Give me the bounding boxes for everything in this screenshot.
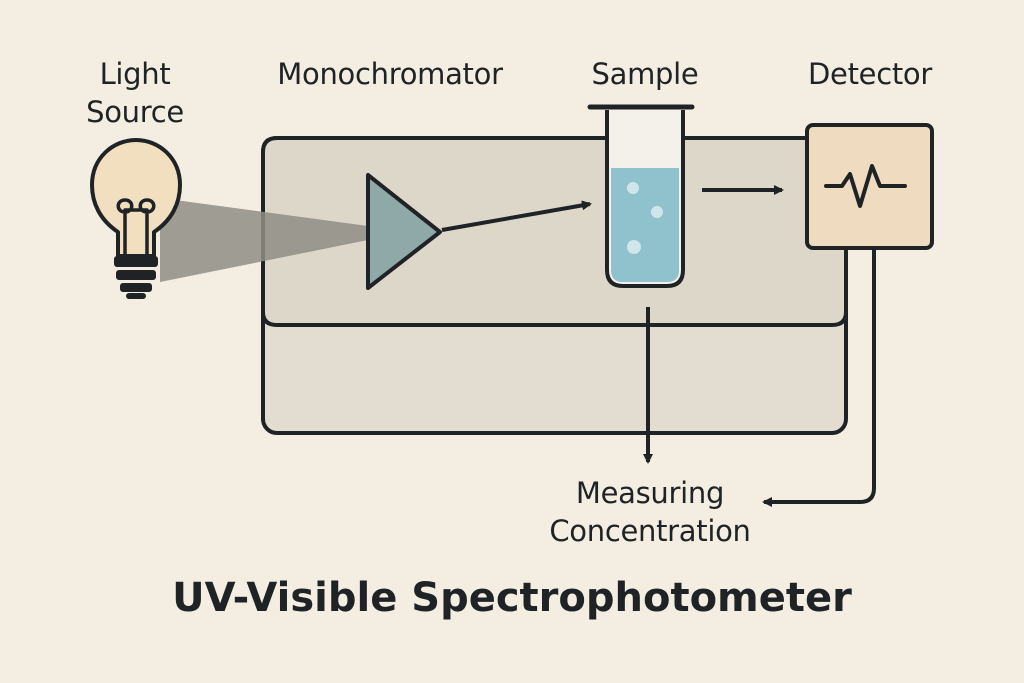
- bubble: [627, 182, 639, 194]
- sample-label: Sample: [591, 57, 699, 91]
- bubble: [627, 240, 641, 254]
- light-source-label-line1: Light: [99, 57, 171, 91]
- cuvette-liquid: [611, 168, 679, 282]
- bubble: [651, 206, 663, 218]
- signal-waveform-icon: [824, 164, 907, 208]
- bulb-base-ring-3: [120, 283, 152, 292]
- diagram-title: UV-Visible Spectrophotometer: [172, 575, 852, 621]
- monochromator-label: Monochromator: [277, 57, 503, 91]
- measuring-label-line2: Concentration: [549, 514, 751, 548]
- measuring-concentration-label: Measuring Concentration: [500, 474, 800, 550]
- bulb-filament: [116, 198, 156, 256]
- instrument-body: [261, 136, 848, 435]
- light-source-label: Light Source: [60, 55, 210, 131]
- bulb-base-ring-1: [114, 256, 158, 267]
- arrow-detector-to-measuring: [762, 248, 876, 507]
- detector-body: [805, 123, 934, 250]
- bulb-glass: [90, 138, 182, 258]
- measuring-label-line1: Measuring: [575, 476, 725, 510]
- cuvette-icon: [587, 104, 695, 288]
- arrow-to-sample: [441, 200, 592, 232]
- light-beam: [160, 198, 368, 282]
- detector-box: [805, 123, 934, 250]
- prism-icon: [366, 173, 442, 290]
- light-bulb-icon: [90, 138, 182, 299]
- light-source-label-line2: Source: [86, 95, 184, 129]
- bulb-base-ring-2: [116, 270, 156, 280]
- detector-label: Detector: [808, 57, 932, 91]
- bulb-base-tip: [126, 293, 146, 299]
